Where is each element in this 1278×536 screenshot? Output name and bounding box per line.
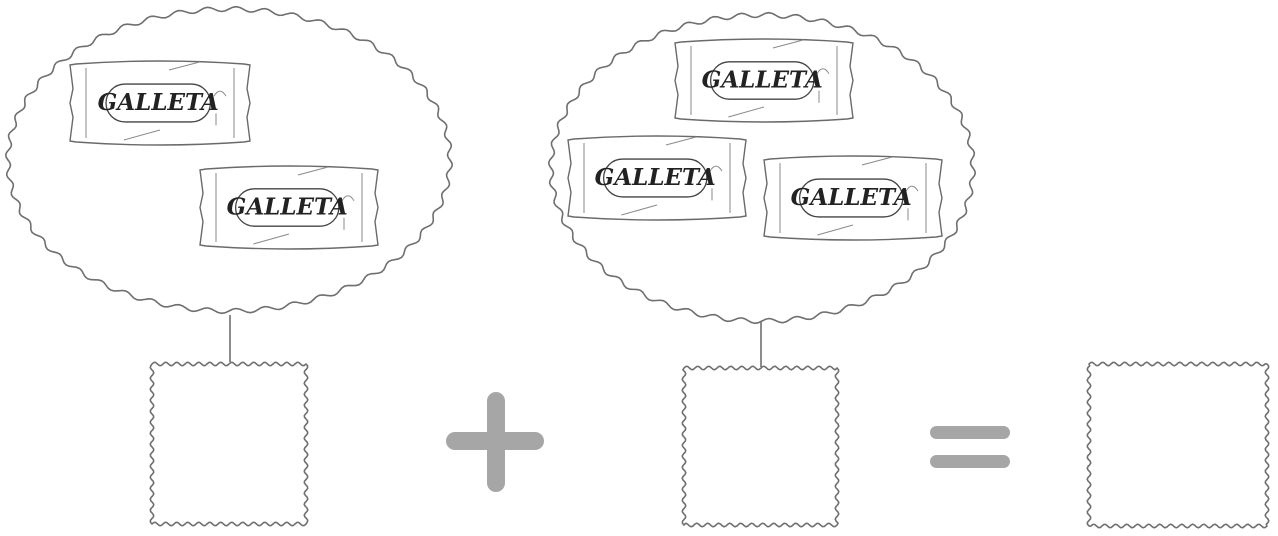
- cookie-wrapper-right-2: GALLETA: [568, 136, 746, 220]
- brand-label: GALLETA: [702, 67, 823, 94]
- cookie-group-left-oval: [6, 7, 453, 314]
- answer-box-second-addend[interactable]: [682, 366, 839, 527]
- equals-sign-icon: [930, 426, 1010, 468]
- cookie-wrapper-right-3: GALLETA: [764, 156, 942, 240]
- brand-label: GALLETA: [595, 164, 716, 191]
- brand-label: GALLETA: [791, 184, 912, 211]
- cookie-wrapper-left-1: GALLETA: [70, 61, 250, 145]
- cookie-wrapper-left-2: GALLETA: [200, 166, 378, 249]
- cookie-wrapper-right-1: GALLETA: [675, 39, 853, 122]
- plus-sign-icon: [446, 392, 544, 492]
- answer-box-first-addend[interactable]: [150, 362, 308, 525]
- brand-label: GALLETA: [98, 89, 219, 116]
- answer-box-sum[interactable]: [1087, 362, 1269, 528]
- brand-label: GALLETA: [227, 194, 348, 221]
